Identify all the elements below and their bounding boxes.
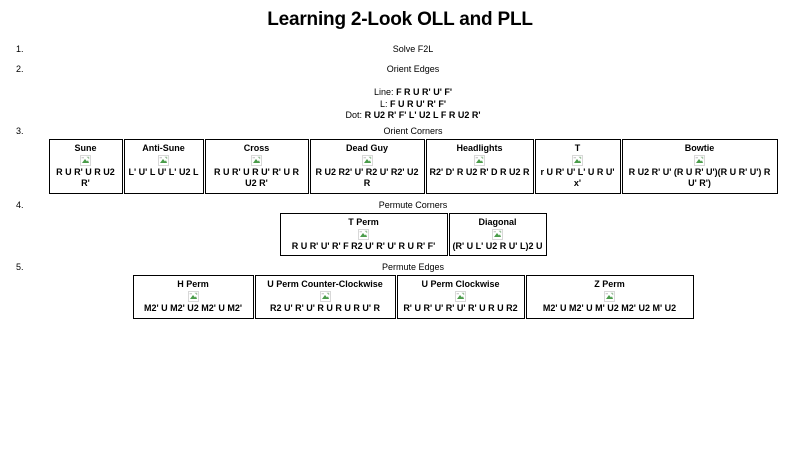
step-label: Permute Edges [381, 262, 445, 272]
case-algorithm: (R' U L' U2 R U' L)2 U [452, 240, 543, 251]
step-label: Solve F2L [392, 44, 434, 54]
permute-edges-cell-u-perm-ccw: U Perm Counter-Clockwise R2 [254, 275, 396, 319]
permute-edges-cell-z-perm: Z Perm M2' U M2' U M' U2 M2' [525, 275, 694, 319]
step-number: 4. [16, 199, 24, 210]
permute-edges-cell-h-perm: H Perm M2' U M2' U2 M2' U M2 [132, 275, 254, 319]
broken-image-icon [572, 154, 583, 166]
case-algorithm: r U R' U' L' U R U' x' [540, 166, 615, 189]
orient-edges-l-row: L: F U R U' R' F' [34, 99, 792, 111]
orient-edges-dot-algorithm: R U2 R' F' L' U2 L F R U2 R' [364, 110, 481, 120]
case-name: Bowtie [684, 142, 715, 153]
case-name: Dead Guy [345, 142, 388, 153]
orient-edges-line-row: Line: F R U R' U' F' [34, 87, 792, 99]
case-algorithm: R2' D' R U2 R' D R U2 R [429, 166, 530, 177]
case-image [128, 154, 200, 167]
broken-image-icon [492, 228, 503, 240]
case-image [53, 154, 119, 167]
orient-corners-cell-anti-sune: Anti-Sune L' U' L U' L' U2 L [123, 138, 204, 194]
broken-image-icon [694, 154, 705, 166]
broken-image-icon [319, 291, 331, 302]
broken-image-icon [455, 291, 466, 302]
case-image [530, 290, 690, 303]
case-image [137, 290, 250, 303]
case-image [453, 228, 543, 241]
page-title: Learning 2-Look OLL and PLL [267, 9, 533, 30]
case-algorithm: L' U' L U' L' U2 L [128, 166, 199, 177]
case-image [539, 154, 617, 167]
case-algorithm: R U R' U R U2 R' [56, 166, 115, 189]
case-name: Z Perm [594, 279, 625, 289]
table-row: H Perm M2' U M2' U2 M2' U M2 [132, 275, 694, 319]
case-image [401, 290, 521, 303]
case-name: Anti-Sune [142, 142, 185, 153]
broken-image-icon [158, 154, 169, 166]
orient-corners-cell-sune: Sune R U R' U R U2 R' [48, 138, 123, 194]
case-algorithm: M2' U M2' U M' U2 M2' U2 M' U2 [542, 303, 677, 313]
orient-edges-dot-row: Dot: R U2 R' F' L' U2 L F R U2 R' [34, 110, 792, 122]
permute-corners-table: T Perm R U R' U' R' F R2 U' [279, 212, 548, 256]
orient-edges-dot-label: Dot: [345, 110, 363, 120]
permute-corners-cell-t-perm: T Perm R U R' U' R' F R2 U' [279, 212, 448, 256]
case-algorithm: R U R' U R U' R' U R U2 R' [214, 166, 299, 189]
case-name: Cross [243, 142, 270, 153]
orient-corners-cell-t: T r U R' U' L' U R U' x' [534, 138, 621, 194]
step-number: 3. [16, 125, 24, 136]
case-image [209, 154, 305, 167]
table-row: T Perm R U R' U' R' F R2 U' [279, 212, 547, 256]
broken-image-icon [604, 291, 615, 302]
case-image [314, 154, 421, 167]
step-number: 5. [16, 262, 24, 272]
case-algorithm: M2' U M2' U2 M2' U M2' [143, 303, 243, 313]
case-name: T [574, 142, 581, 153]
broken-image-icon [251, 154, 262, 166]
orient-edges-line-algorithm: F R U R' U' F' [396, 87, 452, 97]
broken-image-icon [361, 154, 373, 166]
case-image [259, 290, 392, 303]
permute-edges-table: H Perm M2' U M2' U2 M2' U M2 [132, 275, 695, 319]
case-name: Sune [74, 142, 97, 153]
case-name: U Perm Clockwise [421, 279, 500, 289]
orient-edges-l-label: L: [380, 98, 388, 109]
step-orient-edges: 2. Orient Edges Line: F R U R' U' F' L: … [0, 62, 800, 122]
step-label: Orient Corners [383, 125, 443, 136]
case-name: Diagonal [478, 216, 517, 227]
case-algorithm: R2 U' R' U' R U R U R U' R [269, 303, 381, 313]
step-number: 2. [16, 64, 24, 74]
orient-corners-table: Sune R U R' U R U2 R' [48, 138, 779, 194]
broken-image-icon [187, 291, 199, 302]
permute-edges-cell-u-perm-cw: U Perm Clockwise R' U R' U' [396, 275, 525, 319]
case-image [626, 154, 774, 167]
case-image [430, 154, 530, 167]
case-name: U Perm Counter-Clockwise [267, 279, 383, 289]
step-orient-corners: 3. Orient Corners Sune [0, 124, 800, 194]
case-image [284, 228, 444, 241]
steps-list: 1. Solve F2L 2. Orient Edges Line: F R U… [0, 42, 800, 319]
broken-image-icon [80, 154, 91, 166]
orient-edges-line-label: Line: [374, 87, 394, 97]
case-algorithm: R U2 R2' U' R2 U' R2' U2 R [315, 166, 419, 189]
broken-image-icon [474, 154, 485, 166]
orient-corners-cell-headlights: Headlights R2' D' R U2 R' D [425, 138, 534, 194]
table-row: Sune R U R' U R U2 R' [48, 138, 778, 194]
case-algorithm: R U R' U' R' F R2 U' R' U' R U R' F' [291, 240, 436, 251]
orient-corners-cell-cross: Cross R U R' U R U' R' U R U [204, 138, 309, 194]
permute-corners-cell-diagonal: Diagonal (R' U L' U2 R U' L) [448, 212, 547, 256]
orient-corners-cell-dead-guy: Dead Guy R U2 R2' U' R2 U' R [309, 138, 425, 194]
step-label: Orient Edges [386, 64, 440, 74]
case-algorithm: R U2 R' U' (R U R' U')(R U R' U') R U' R… [628, 166, 771, 189]
broken-image-icon [358, 228, 369, 240]
step-solve-f2l: 1. Solve F2L [0, 42, 800, 56]
orient-edges-algorithms: Line: F R U R' U' F' L: F U R U' R' F' D… [34, 87, 792, 122]
case-name: T Perm [348, 216, 379, 227]
case-name: Headlights [456, 142, 503, 153]
case-name: H Perm [177, 279, 209, 289]
case-algorithm: R' U R' U' R' U' R' U R U R2 [403, 303, 518, 313]
step-label: Permute Corners [378, 199, 448, 210]
orient-edges-l-algorithm: F U R U' R' F' [390, 98, 446, 109]
step-number: 1. [16, 44, 24, 54]
step-permute-edges: 5. Permute Edges H Perm [0, 260, 800, 319]
step-permute-corners: 4. Permute Corners T Perm [0, 198, 800, 256]
orient-corners-cell-bowtie: Bowtie R U2 R' U' (R U R' U' [621, 138, 778, 194]
